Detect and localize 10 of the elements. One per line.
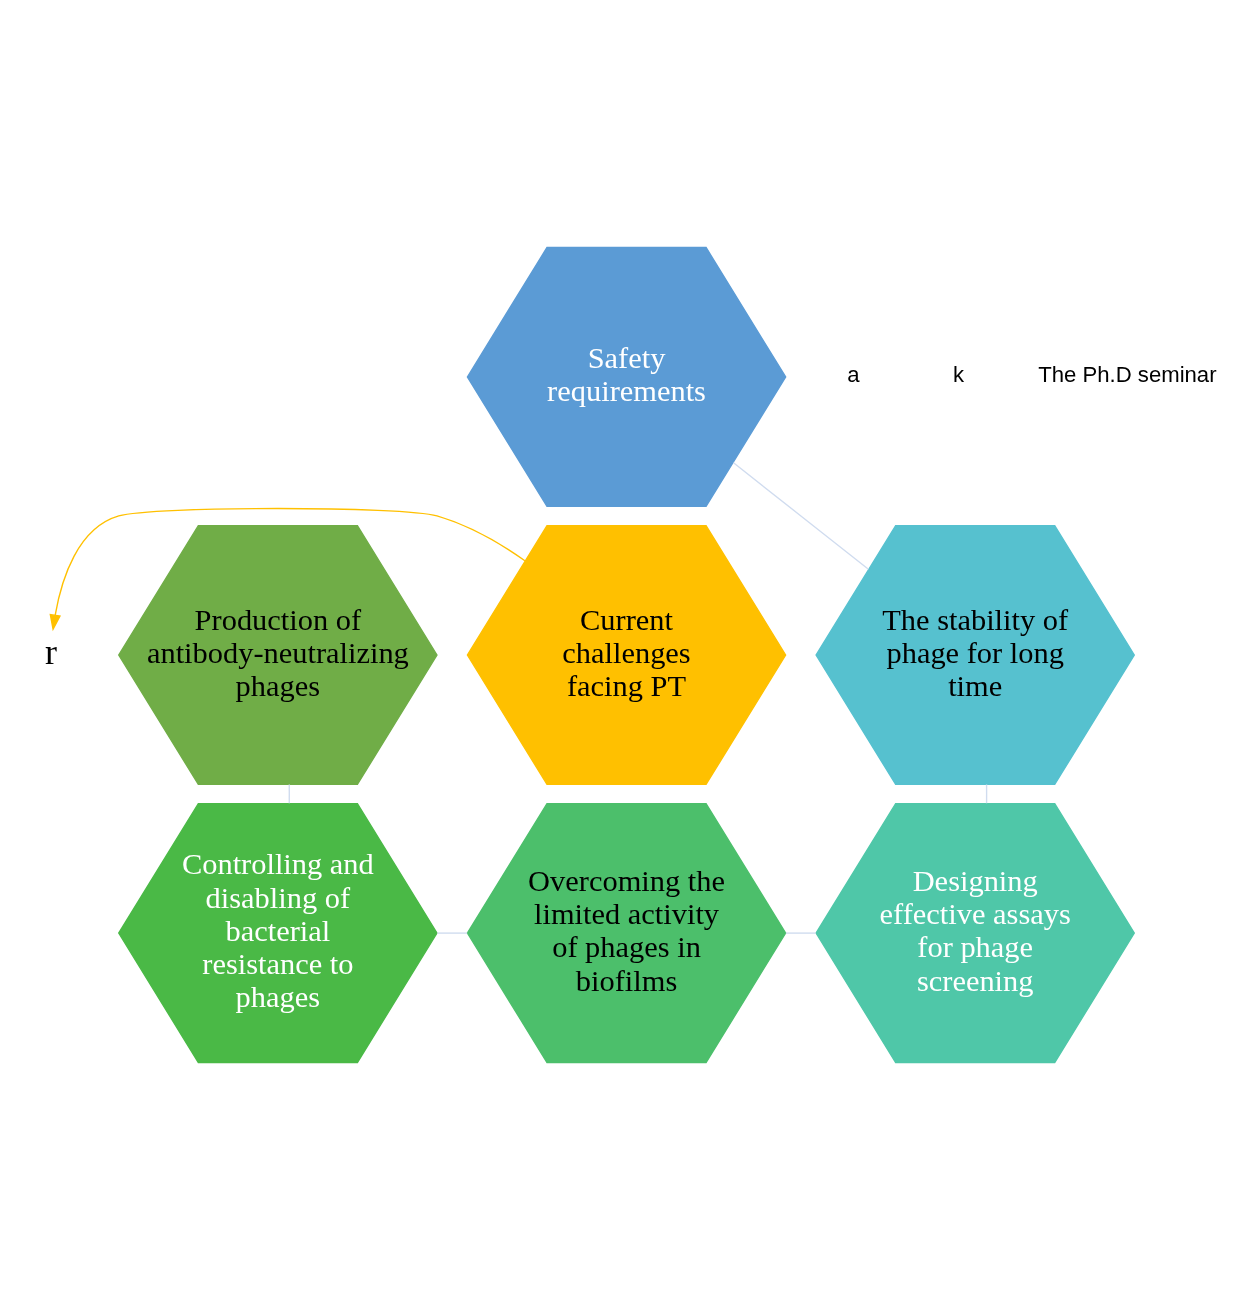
label: k [953,361,965,387]
label: The Ph.D seminar [1038,361,1217,387]
connector [436,931,468,934]
label: a [847,361,860,387]
connector [288,783,290,804]
arrow [49,507,526,631]
connector [732,461,870,570]
connector [985,783,988,804]
connector [785,931,817,934]
node-text: r [44,631,57,672]
